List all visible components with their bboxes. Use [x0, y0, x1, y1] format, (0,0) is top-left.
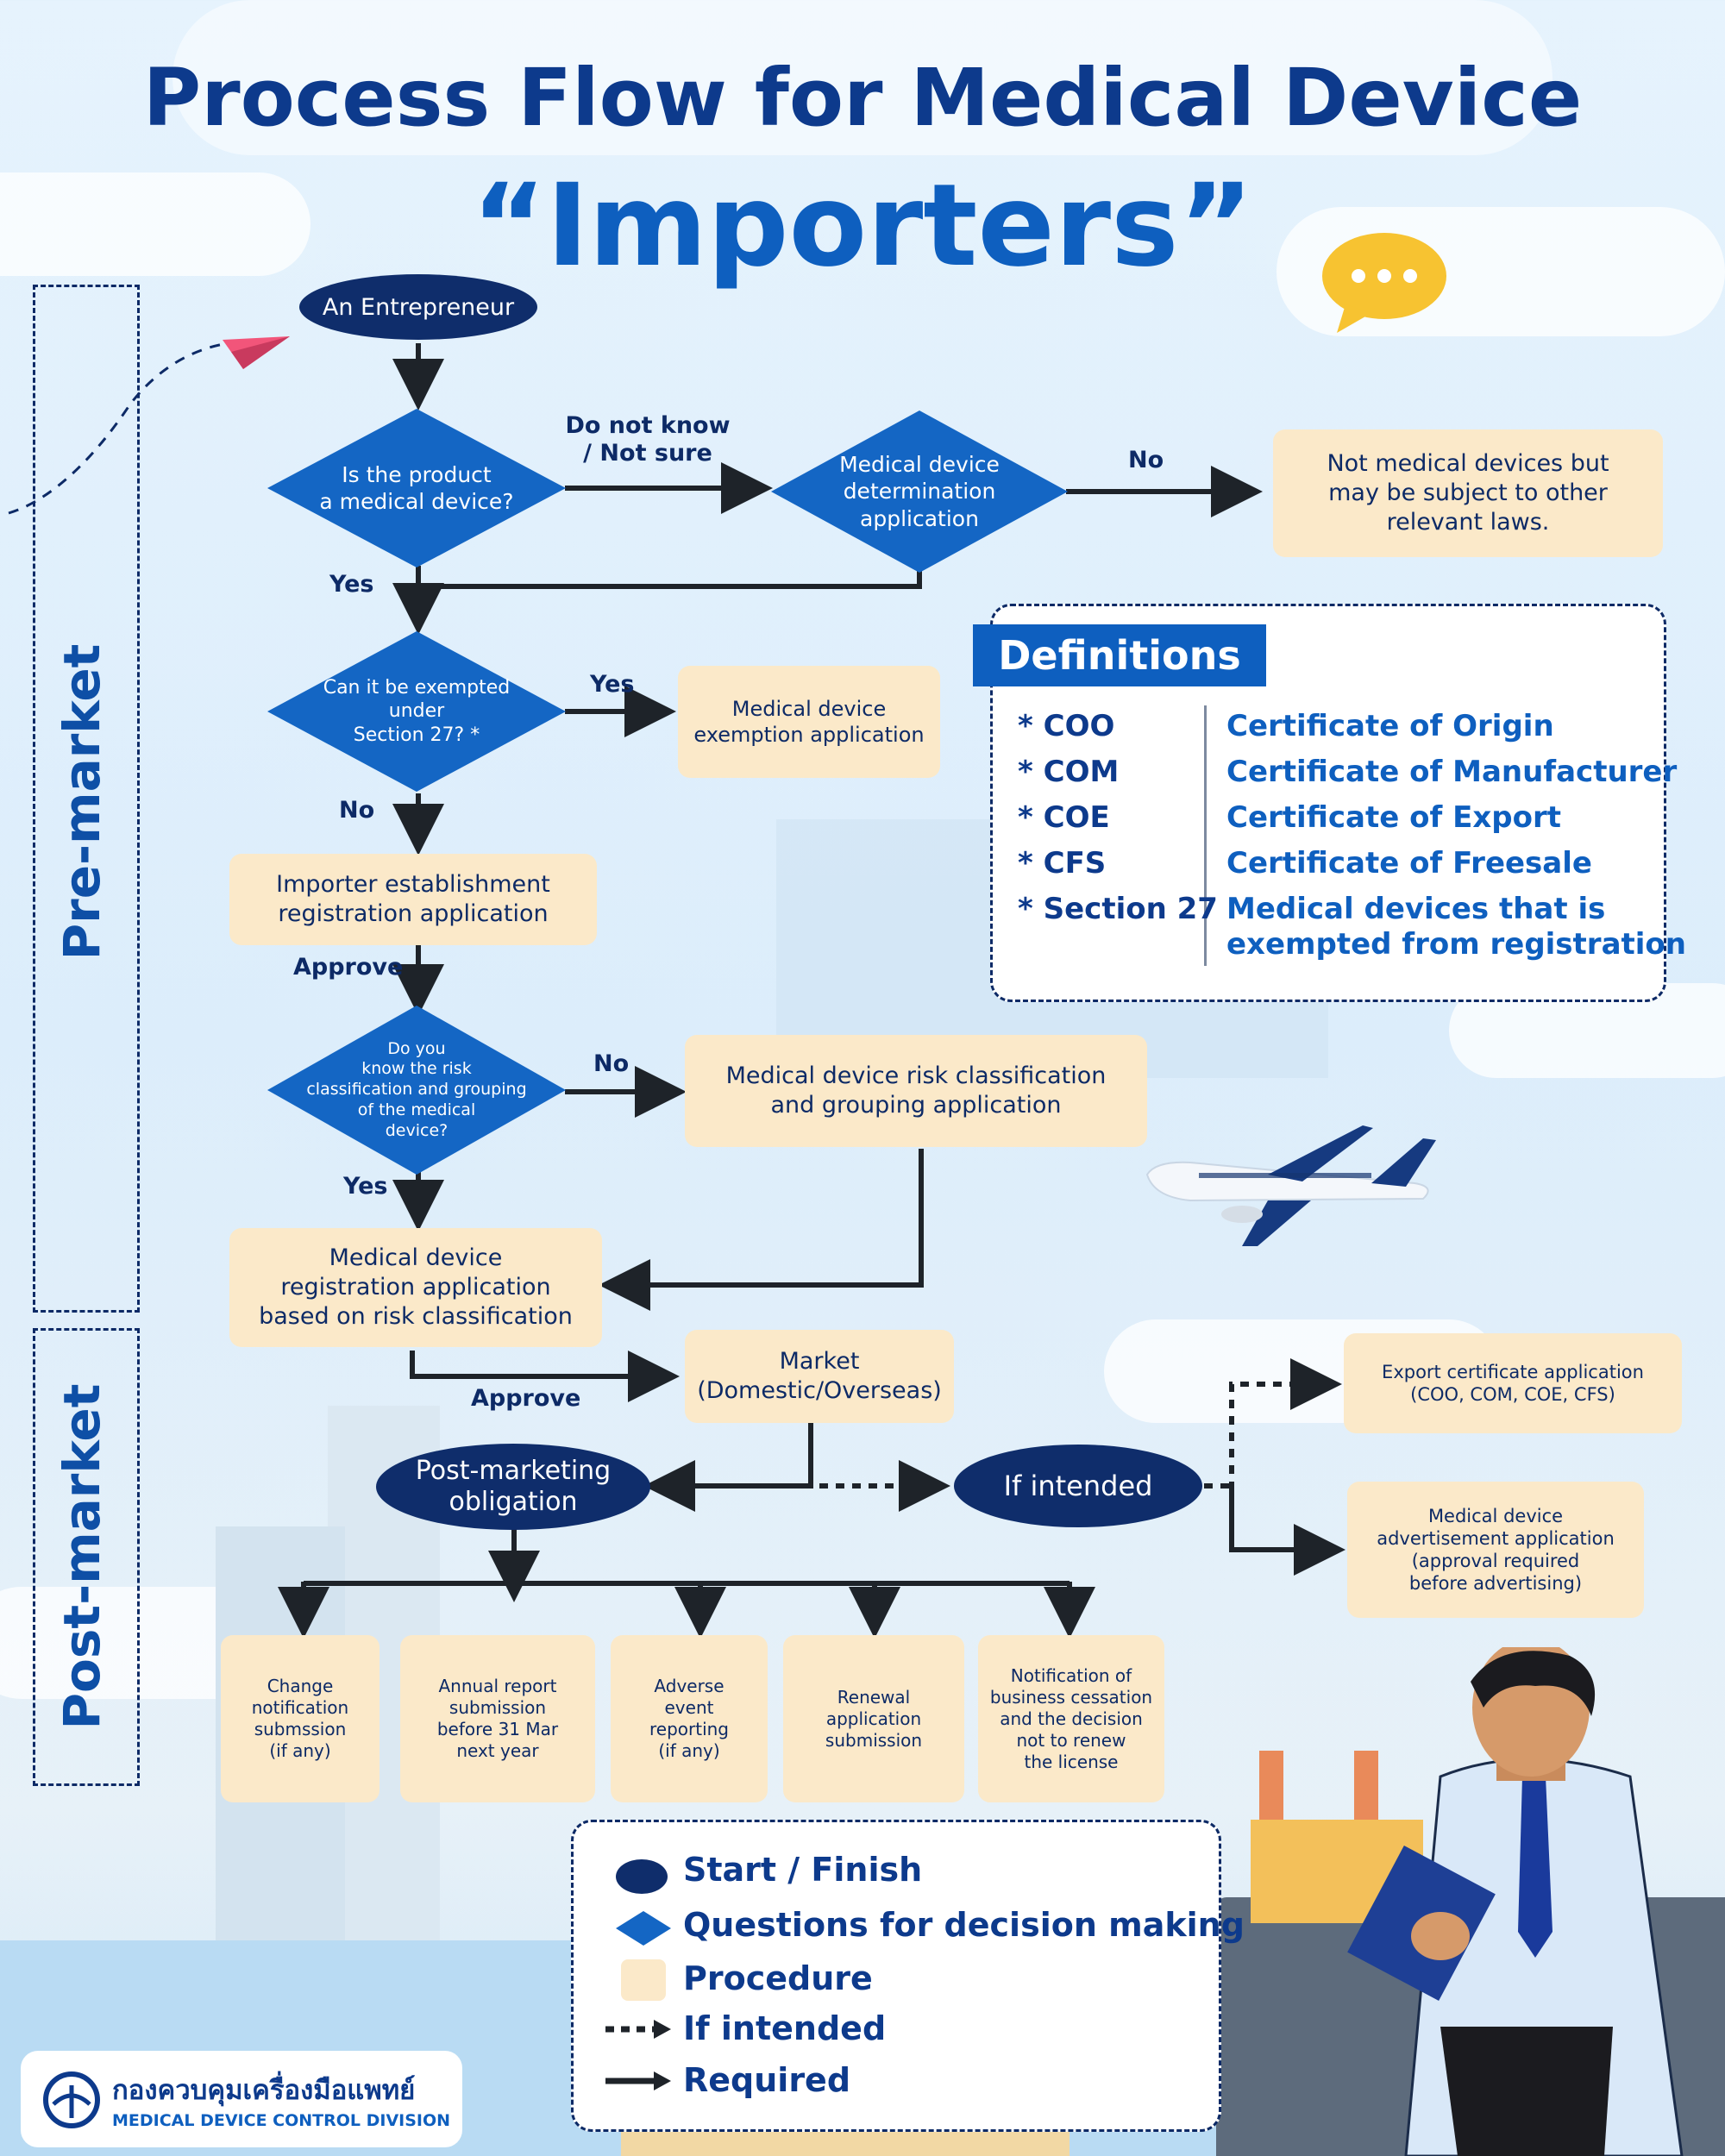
decision-determination-application: Medical device determination application [771, 411, 1068, 573]
definitions-divider [1204, 705, 1207, 966]
chimney-decoration [1259, 1751, 1283, 1820]
definition-meaning: Certificate of Manufacturer [1226, 755, 1678, 789]
post-market-label: Post-market [53, 1383, 111, 1730]
edge-label-yes: Yes [329, 571, 374, 598]
definition-meaning: Certificate of Freesale [1226, 846, 1592, 881]
edge-label-approve: Approve [293, 954, 404, 981]
establishment-registration-box: Importer establishment registration appl… [229, 854, 597, 945]
speech-bubble-icon [1322, 233, 1446, 333]
edge-label-no: No [1128, 447, 1164, 473]
cloud-decoration [172, 0, 1552, 155]
decision-exempted-label: Can it be exempted under Section 27? * [323, 676, 511, 746]
legend-start-symbol [616, 1859, 668, 1894]
registration-application-box: Medical device registration application … [229, 1228, 602, 1347]
legend-solid-arrow-icon [605, 2071, 671, 2090]
legend-decision-label: Questions for decision making [683, 1906, 1245, 1944]
definition-meaning: Certificate of Export [1226, 800, 1561, 835]
division-name-english: MEDICAL DEVICE CONTROL DIVISION [112, 2111, 451, 2130]
change-notification-box: Change notification submssion (if any) [221, 1635, 380, 1802]
definition-meaning: Medical devices that is exempted from re… [1226, 892, 1686, 962]
pre-market-label: Pre-market [53, 643, 111, 961]
edge-label-no: No [593, 1050, 630, 1077]
legend-decision-symbol [616, 1911, 671, 1946]
edge-label-no: No [339, 797, 375, 824]
decision-is-medical-device-label: Is the product a medical device? [319, 461, 514, 514]
definition-abbr: * COM [1018, 755, 1120, 789]
definition-abbr: * COO [1018, 709, 1115, 743]
chimney-decoration [1354, 1751, 1378, 1820]
pre-market-phase-box [33, 285, 140, 1313]
businessman-illustration [1347, 1647, 1684, 2156]
decision-risk-label: Do you know the risk classification and … [306, 1038, 527, 1140]
renewal-application-box: Renewal application submission [783, 1635, 964, 1802]
definition-abbr: * CFS [1018, 846, 1107, 881]
if-intended-node: If intended [954, 1445, 1202, 1527]
edge-label-not-sure: Do not know / Not sure [565, 412, 731, 467]
paper-plane-icon [8, 336, 290, 515]
legend-procedure-label: Procedure [683, 1959, 873, 1997]
cloud-decoration [0, 172, 310, 276]
division-logo-panel [21, 2051, 462, 2147]
division-name-thai: กองควบคุมเครื่องมือแพทย์ [112, 2075, 416, 2106]
definition-meaning: Certificate of Origin [1226, 709, 1554, 743]
definition-abbr: * Section 27 [1018, 892, 1218, 926]
advertisement-application-box: Medical device advertisement application… [1347, 1482, 1644, 1618]
decision-is-medical-device: Is the product a medical device? [267, 409, 566, 567]
page-title: Process Flow for Medical Device [142, 52, 1583, 144]
export-certificate-box: Export certificate application (COO, COM… [1344, 1333, 1682, 1433]
decision-risk-classification: Do you know the risk classification and … [267, 1006, 566, 1175]
legend-dotted-arrow-icon [605, 2020, 671, 2039]
business-cessation-box: Notification of business cessation and t… [978, 1635, 1164, 1802]
post-market-phase-box [33, 1328, 140, 1786]
risk-classification-application-box: Medical device risk classification and g… [685, 1035, 1147, 1147]
not-medical-devices-box: Not medical devices but may be subject t… [1273, 429, 1663, 557]
adverse-event-box: Adverse event reporting (if any) [611, 1635, 768, 1802]
edge-label-yes: Yes [343, 1173, 388, 1200]
legend-procedure-symbol [621, 1959, 666, 2001]
legend-required-label: Required [683, 2061, 851, 2099]
page-subtitle: “Importers” [471, 160, 1254, 292]
edge-label-approve: Approve [471, 1385, 581, 1412]
determination-application-label: Medical device determination application [839, 452, 1000, 531]
market-box: Market (Domestic/Overseas) [685, 1330, 954, 1423]
definitions-heading: Definitions [973, 624, 1266, 686]
legend-start-finish-label: Start / Finish [683, 1851, 923, 1889]
definition-abbr: * COE [1018, 800, 1110, 835]
decision-exempted-section-27: Can it be exempted under Section 27? * [267, 631, 566, 792]
annual-report-box: Annual report submission before 31 Mar n… [400, 1635, 595, 1802]
legend-if-intended-label: If intended [683, 2009, 887, 2047]
division-emblem-icon [43, 2071, 100, 2128]
post-marketing-obligation: Post-marketing obligation [376, 1444, 650, 1530]
exemption-application-box: Medical device exemption application [678, 666, 940, 778]
start-entrepreneur: An Entrepreneur [299, 274, 537, 340]
airplane-icon [1145, 1125, 1436, 1246]
edge-label-yes: Yes [590, 671, 635, 698]
legend-panel [571, 1820, 1221, 2132]
